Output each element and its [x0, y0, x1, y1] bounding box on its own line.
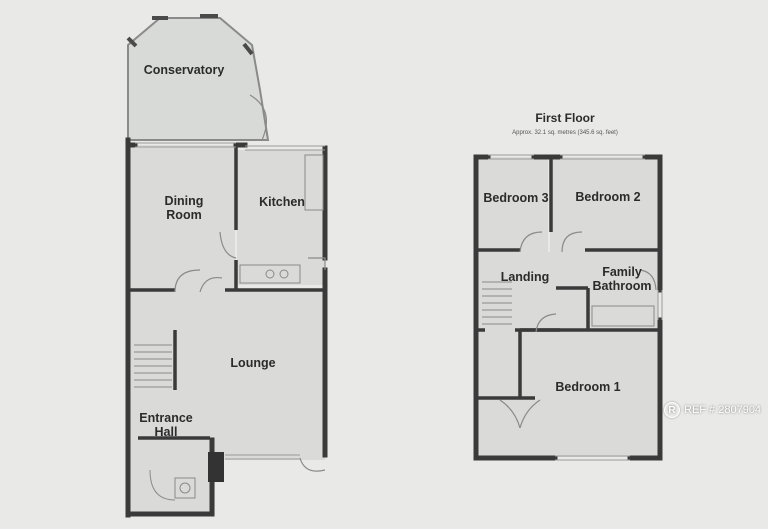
first-floor: First Floor Approx. 32.1 sq. metres (345…	[473, 111, 663, 461]
family-bathroom-room	[588, 252, 658, 332]
dining-room-label-line2: Room	[166, 208, 201, 222]
entrance-hall-label-line1: Entrance	[139, 411, 193, 425]
kitchen-label: Kitchen	[259, 195, 305, 209]
entrance-hall-label-line2: Hall	[155, 425, 178, 439]
ref-watermark: R REF # 2807904	[664, 402, 761, 418]
ground-floor: Conservatory Dining Room Kitchen Lounge …	[125, 14, 328, 518]
first-floor-area-note: Approx. 32.1 sq. metres (345.6 sq. feet)	[512, 130, 618, 136]
bedroom-2-label: Bedroom 2	[575, 190, 640, 204]
conservatory-label: Conservatory	[144, 63, 225, 77]
bedroom-3-label: Bedroom 3	[483, 191, 548, 205]
family-bathroom-label-line2: Bathroom	[592, 279, 651, 293]
landing-label: Landing	[501, 270, 550, 284]
bedroom-3-room	[478, 157, 548, 252]
entrance-hall-room	[130, 390, 215, 515]
registered-icon: R	[664, 402, 680, 418]
dining-room	[130, 145, 235, 290]
bedroom-1-room	[520, 332, 658, 457]
dining-room-label-line1: Dining	[165, 194, 204, 208]
kitchen-room	[237, 150, 325, 285]
lounge-label: Lounge	[230, 356, 275, 370]
first-floor-title: First Floor	[535, 111, 595, 125]
conservatory-room	[127, 17, 270, 141]
bedroom-1-label: Bedroom 1	[555, 380, 620, 394]
ref-number: REF # 2807904	[684, 404, 762, 416]
landing-room	[478, 252, 588, 332]
family-bathroom-label-line1: Family	[602, 265, 642, 279]
